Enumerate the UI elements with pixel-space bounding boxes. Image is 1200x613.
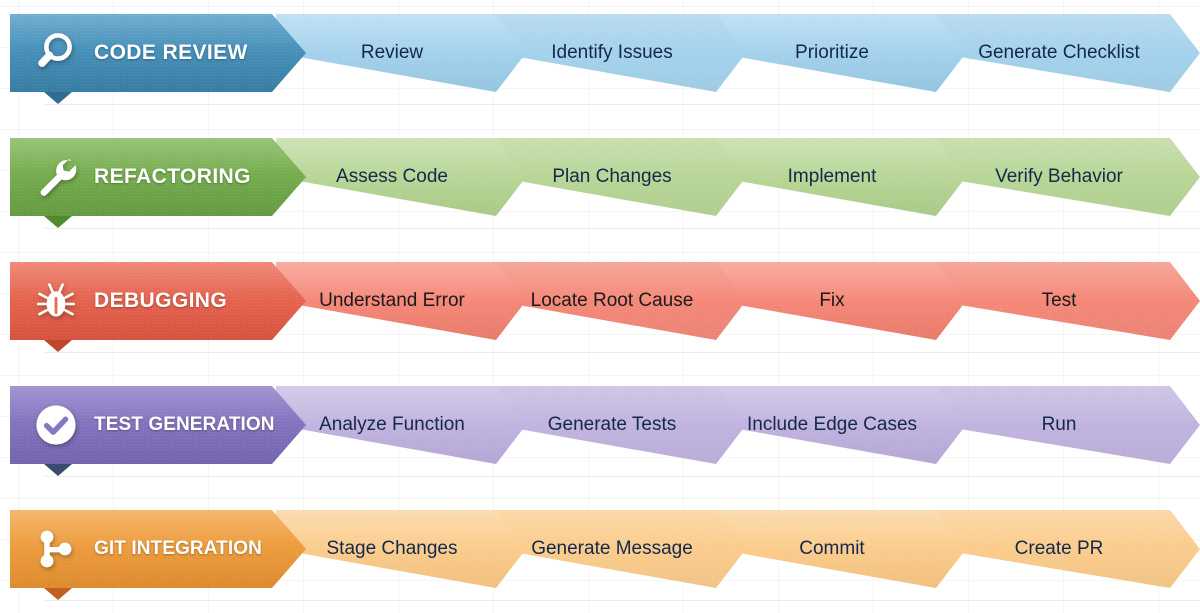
row-divider (44, 104, 1200, 105)
workflow-row-code-review: Review Identify Issues Prioritize Generate … (0, 14, 1200, 105)
step-chevron-test-generation-3[interactable]: Include Edge Cases (716, 386, 966, 464)
workflow-row-refactoring: Assess Code Plan Changes Implement Verify B… (0, 138, 1200, 229)
step-label: Generate Tests (547, 414, 677, 435)
step-chevron-test-generation-1[interactable]: Analyze Function (276, 386, 526, 464)
ribbon-tail-code-review (44, 92, 72, 104)
step-label: Include Edge Cases (746, 414, 918, 435)
step-chevron-debugging-3[interactable]: Fix (716, 262, 966, 340)
row-divider (44, 352, 1200, 353)
workflow-banner-debugging[interactable]: DEBUGGING (10, 262, 306, 340)
workflow-banner-code-review[interactable]: CODE REVIEW (10, 14, 306, 92)
step-chevron-git-integration-1[interactable]: Stage Changes (276, 510, 526, 588)
row-divider (44, 228, 1200, 229)
step-label: Review (360, 42, 424, 63)
step-chevron-test-generation-2[interactable]: Generate Tests (496, 386, 746, 464)
workflow-banner-refactoring[interactable]: REFACTORING (10, 138, 306, 216)
step-label: Verify Behavior (995, 166, 1123, 187)
step-label: Commit (799, 538, 865, 559)
step-chevron-debugging-4[interactable]: Test (936, 262, 1200, 340)
step-chevron-git-integration-3[interactable]: Commit (716, 510, 966, 588)
step-label: Locate Root Cause (530, 290, 694, 311)
step-label: Identify Issues (551, 42, 673, 63)
workflow-title: GIT INTEGRATION (94, 538, 262, 559)
step-label: Generate Checklist (978, 42, 1140, 63)
step-label: Implement (787, 166, 877, 187)
step-chevron-refactoring-2[interactable]: Plan Changes (496, 138, 746, 216)
workflow-banner-test-generation[interactable]: TEST GENERATION (10, 386, 306, 464)
step-chevron-git-integration-2[interactable]: Generate Message (496, 510, 746, 588)
step-label: Run (1041, 414, 1077, 435)
wrench-icon (32, 153, 80, 201)
step-label: Create PR (1014, 538, 1104, 559)
step-label: Test (1041, 290, 1077, 311)
ribbon-tail-test-generation (44, 464, 72, 476)
step-chevron-code-review-2[interactable]: Identify Issues (496, 14, 746, 92)
check-circle-icon (32, 401, 80, 449)
step-chevron-refactoring-3[interactable]: Implement (716, 138, 966, 216)
step-chevron-code-review-4[interactable]: Generate Checklist (936, 14, 1200, 92)
step-chevron-code-review-3[interactable]: Prioritize (716, 14, 966, 92)
row-divider (44, 476, 1200, 477)
step-chevron-refactoring-1[interactable]: Assess Code (276, 138, 526, 216)
workflow-title: DEBUGGING (94, 289, 228, 312)
magnifier-icon (32, 29, 80, 77)
step-chevron-git-integration-4[interactable]: Create PR (936, 510, 1200, 588)
step-label: Plan Changes (552, 166, 672, 187)
step-label: Generate Message (531, 538, 693, 559)
step-chevron-code-review-1[interactable]: Review (276, 14, 526, 92)
step-label: Assess Code (336, 166, 448, 187)
step-label: Stage Changes (326, 538, 458, 559)
step-label: Fix (819, 290, 845, 311)
bug-icon (32, 277, 80, 325)
step-label: Understand Error (319, 290, 465, 311)
step-chevron-test-generation-4[interactable]: Run (936, 386, 1200, 464)
row-divider (44, 600, 1200, 601)
workflow-banner-git-integration[interactable]: GIT INTEGRATION (10, 510, 306, 588)
ribbon-tail-debugging (44, 340, 72, 352)
git-branch-icon (32, 525, 80, 573)
ribbon-tail-git-integration (44, 588, 72, 600)
workflow-title: CODE REVIEW (94, 41, 248, 64)
workflow-title: TEST GENERATION (94, 414, 275, 435)
ribbon-tail-refactoring (44, 216, 72, 228)
workflow-row-debugging: Understand Error Locate Root Cause Fix Test… (0, 262, 1200, 353)
step-chevron-debugging-1[interactable]: Understand Error (276, 262, 526, 340)
workflow-title: REFACTORING (94, 165, 251, 188)
step-label: Prioritize (795, 42, 869, 63)
step-chevron-refactoring-4[interactable]: Verify Behavior (936, 138, 1200, 216)
workflow-row-test-generation: Analyze Function Generate Tests Include Ed… (0, 386, 1200, 477)
step-chevron-debugging-2[interactable]: Locate Root Cause (496, 262, 746, 340)
step-label: Analyze Function (319, 414, 465, 435)
workflow-row-git-integration: Stage Changes Generate Message Commit Creat… (0, 510, 1200, 601)
